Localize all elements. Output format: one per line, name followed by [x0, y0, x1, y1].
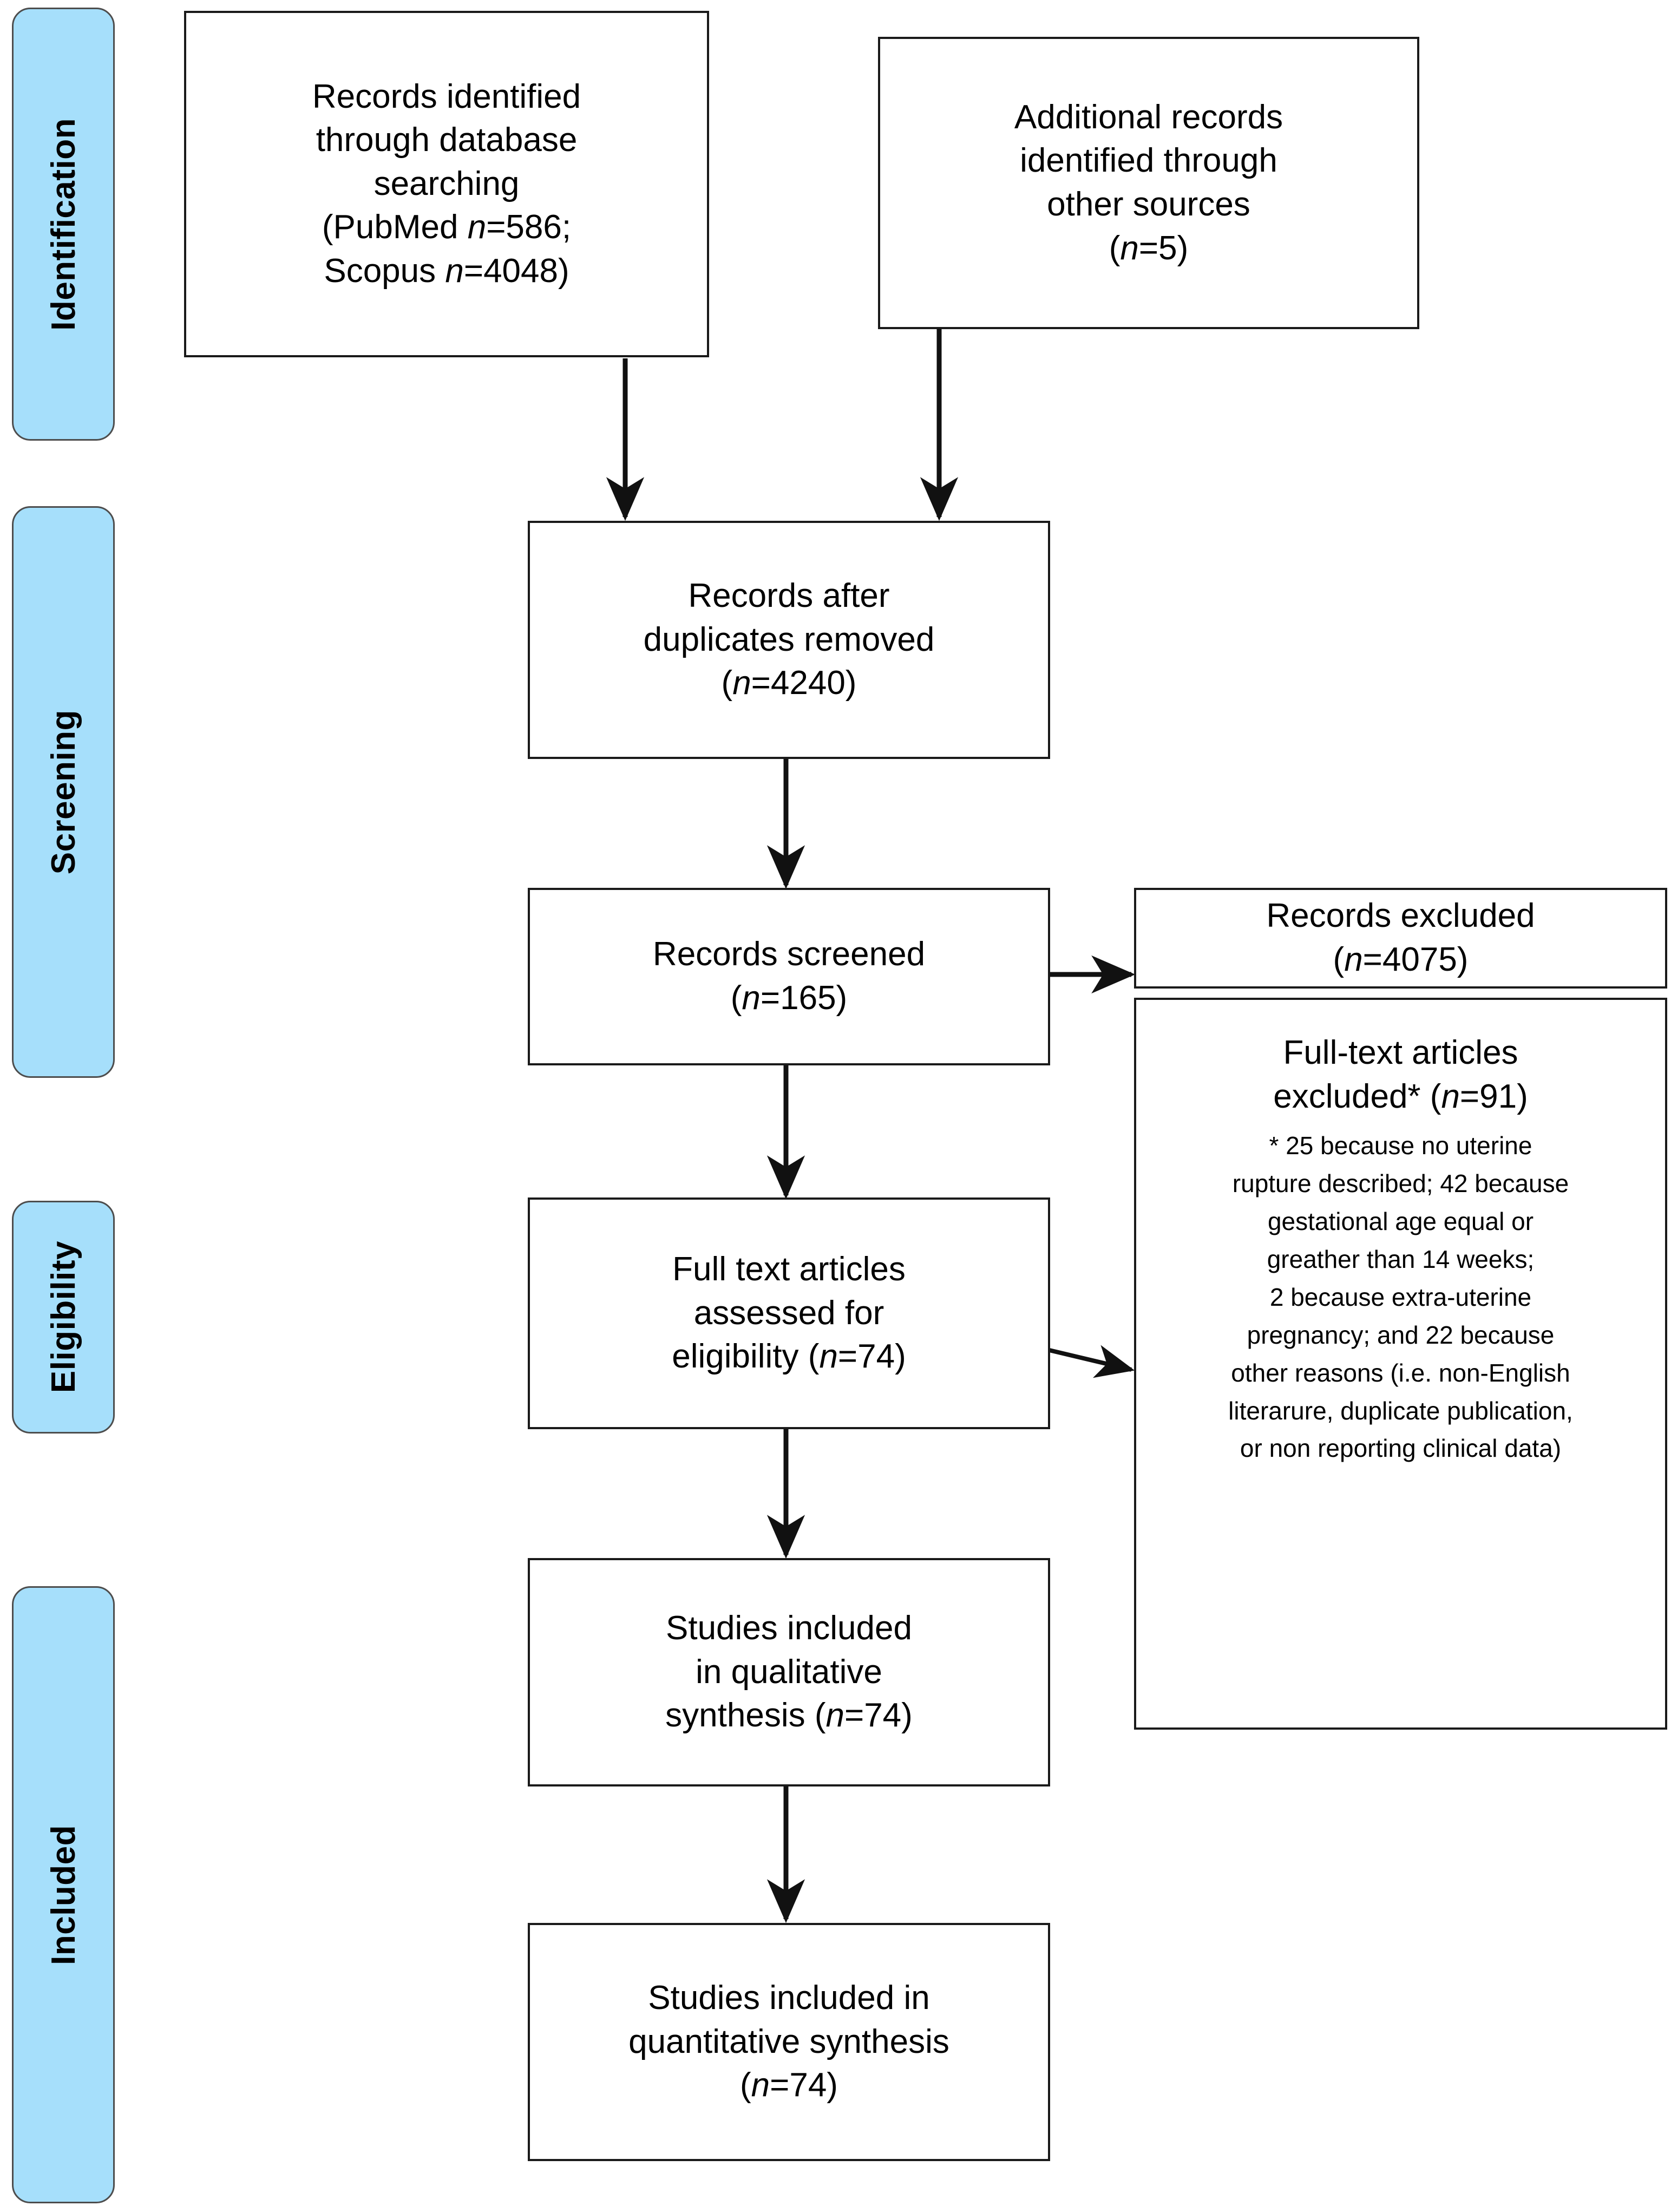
box-text-other-sources: Additional records identified through othe… [1014, 96, 1283, 270]
box-text-line: Records after [688, 577, 890, 615]
box-text-line: Records excluded [1266, 897, 1535, 935]
stage-label-included: Included [44, 1824, 82, 1965]
box-text-line: in qualitative [696, 1653, 882, 1691]
box-records-excluded: Records excluded (n=4075) [1134, 888, 1667, 989]
box-text-line: (n=4075) [1333, 941, 1469, 978]
box-fulltext-excluded: Full-text articles excluded* (n=91) * 25 … [1134, 998, 1667, 1730]
box-text-line: quantitative synthesis [628, 2023, 949, 2060]
box-text-qualitative: Studies included in qualitative synthesis … [665, 1607, 913, 1738]
stage-screening: Screening [12, 506, 115, 1078]
box-studies-quantitative-synthesis: Studies included in quantitative synthesi… [528, 1923, 1050, 2161]
box-text-line: eligibility (n=74) [672, 1338, 906, 1376]
stage-label-screening: Screening [44, 709, 82, 875]
fulltext-excluded-reasons: * 25 because no uterine rupture described… [1136, 1127, 1665, 1468]
box-records-screened: Records screened (n=165) [528, 888, 1050, 1065]
box-text-line: (n=5) [1109, 229, 1189, 267]
box-text-records-screened: Records screened (n=165) [653, 933, 925, 1020]
exclusion-reason-line: other reasons (i.e. non-English [1231, 1358, 1570, 1387]
box-text-db-search: Records identified through database search… [312, 75, 581, 293]
box-text-line: identified through [1020, 142, 1277, 180]
box-text-line: Full-text articles [1283, 1034, 1518, 1071]
box-text-line: Additional records [1014, 98, 1283, 136]
arrow-fulltext-to-excluded [1044, 1345, 1135, 1378]
box-text-line: Studies included in [648, 1979, 930, 2017]
box-text-line: (n=74) [740, 2066, 838, 2104]
box-text-line: synthesis (n=74) [665, 1697, 913, 1735]
stage-included: Included [12, 1586, 115, 2203]
exclusion-reason-line: or non reporting clinical data) [1240, 1434, 1562, 1463]
box-text-line: (PubMed n=586; [322, 208, 572, 246]
box-records-after-duplicates-removed: Records after duplicates removed (n=4240) [528, 521, 1050, 759]
box-text-quantitative: Studies included in quantitative synthesi… [628, 1977, 949, 2108]
exclusion-reason-line: gestational age equal or [1267, 1207, 1534, 1235]
exclusion-reason-line: pregnancy; and 22 because [1247, 1320, 1555, 1349]
stage-label-eligibility: Eligibility [44, 1241, 82, 1393]
box-studies-qualitative-synthesis: Studies included in qualitative synthesis … [528, 1558, 1050, 1786]
exclusion-reason-line: * 25 because no uterine [1269, 1131, 1532, 1160]
box-text-records-excluded: Records excluded (n=4075) [1266, 894, 1535, 981]
stage-identification: Identification [12, 8, 115, 441]
box-text-fulltext-excluded-heading: Full-text articles excluded* (n=91) [1273, 1031, 1528, 1118]
box-text-after-duplicates: Records after duplicates removed (n=4240) [644, 574, 935, 705]
box-text-line: excluded* (n=91) [1273, 1077, 1528, 1115]
box-text-line: duplicates removed [643, 620, 935, 658]
box-records-identified-database: Records identified through database search… [184, 11, 709, 357]
stage-eligibility: Eligibility [12, 1201, 115, 1434]
exclusion-reason-line: literarure, duplicate publication, [1228, 1396, 1573, 1425]
box-text-line: through database [316, 121, 578, 159]
box-text-line: other sources [1047, 186, 1250, 223]
box-text-line: Full text articles [672, 1251, 906, 1288]
stage-label-identification: Identification [44, 117, 82, 331]
box-text-line: assessed for [693, 1294, 884, 1332]
box-text-line: Scopus n=4048) [324, 252, 569, 290]
box-fulltext-assessed-eligibility: Full text articles assessed for eligibilit… [528, 1197, 1050, 1429]
box-text-fulltext-assessed: Full text articles assessed for eligibilit… [672, 1248, 906, 1379]
box-text-line: Records identified [312, 77, 581, 115]
exclusion-reason-line: greather than 14 weeks; [1267, 1245, 1535, 1273]
exclusion-reason-line: rupture described; 42 because [1232, 1169, 1569, 1198]
box-additional-records-other-sources: Additional records identified through othe… [878, 37, 1419, 329]
box-text-line: searching [373, 165, 520, 202]
box-text-line: Records screened [652, 935, 926, 973]
exclusion-reason-line: 2 because extra-uterine [1269, 1282, 1532, 1311]
box-text-line: Studies included [666, 1609, 912, 1647]
box-text-line: (n=4240) [721, 664, 857, 702]
box-text-line: (n=165) [730, 979, 848, 1017]
